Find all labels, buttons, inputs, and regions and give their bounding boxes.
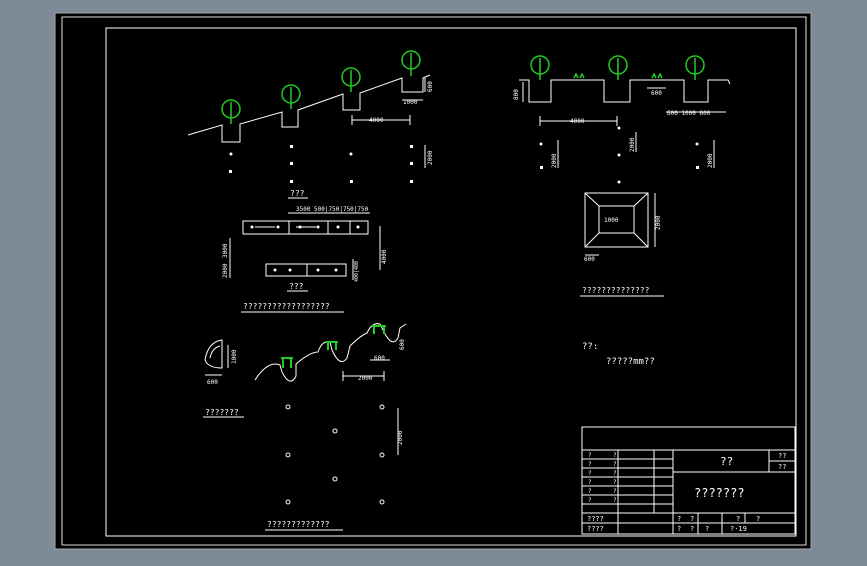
title-block-cell: ?? — [778, 452, 786, 460]
svg-text:?: ? — [588, 488, 592, 495]
svg-text:?: ? — [588, 452, 592, 459]
dim-label: 2000 — [629, 137, 636, 152]
dim-label: 600 — [207, 379, 218, 386]
figure-caption: ?????????????? — [582, 286, 650, 295]
staggered-points — [285, 404, 399, 505]
title-block-left-cells: ? ? ? ? ? ? ? ? ? ? ? ? — [588, 452, 617, 504]
inner-border — [105, 27, 797, 537]
dim-label: 2000 — [427, 150, 434, 165]
planting-points-left — [229, 145, 413, 183]
note-text: ?????mm?? — [606, 357, 655, 367]
dim-label: 2000 — [397, 430, 404, 445]
dim-label: 600 — [584, 256, 595, 263]
dim-label: 1000 — [604, 217, 619, 224]
svg-text:?: ? — [613, 497, 617, 504]
seedling-icons — [281, 325, 386, 368]
dim-label: 4000 — [369, 117, 384, 124]
title-block-cell: ? — [756, 515, 760, 523]
svg-text:?: ? — [588, 497, 592, 504]
figure-title: ??? — [289, 282, 304, 291]
figure-caption: ?????????????????? — [243, 302, 330, 311]
svg-text:?: ? — [613, 488, 617, 495]
outer-border — [61, 16, 807, 546]
svg-text:?: ? — [613, 470, 617, 477]
dim-label: 4000 — [570, 118, 585, 125]
dim-label: 2000 — [655, 215, 662, 230]
shrub-icon — [573, 72, 585, 79]
tree-icons-right — [530, 55, 705, 80]
figure-caption: ????????????? — [267, 520, 330, 529]
slope-section-view — [187, 74, 431, 168]
terrace-section — [254, 323, 407, 382]
title-block-cell: ? — [690, 525, 694, 533]
dim-label: 600 — [427, 81, 434, 92]
sheet-number: ?·19 — [730, 525, 747, 533]
shrub-icon — [651, 72, 663, 79]
svg-text:?: ? — [588, 470, 592, 477]
dim-label: 400|400 — [354, 261, 360, 282]
title-block-cell: ? — [690, 515, 694, 523]
drawing-sheet — [54, 12, 812, 550]
title-block-cell: ? — [677, 515, 681, 523]
planting-points-right — [539, 126, 699, 184]
dim-row: 600 1000 600 — [667, 110, 711, 117]
svg-text:?: ? — [588, 461, 592, 468]
svg-text:?: ? — [613, 479, 617, 486]
dim-row: 3500 500|750|750|750 — [296, 206, 369, 213]
note-label: ??: — [582, 342, 598, 352]
title-block-cell: ?? — [778, 463, 786, 471]
title-block-cell: ? — [736, 515, 740, 523]
svg-text:?: ? — [588, 479, 592, 486]
dim-label: 600 — [651, 90, 662, 97]
fish-scale-detail — [204, 339, 229, 376]
title-block-cell: ???? — [587, 515, 604, 523]
square-pit-detail — [584, 192, 656, 256]
title-block-cell: ???? — [587, 525, 604, 533]
dim-label: 1000 — [231, 349, 238, 364]
dim-label: 600 — [374, 355, 385, 362]
level-section-view — [519, 79, 731, 168]
dim-label: 600 — [399, 339, 406, 350]
figure-caption: ??????? — [205, 408, 239, 417]
dim-label: 800 — [513, 89, 520, 100]
plan-points — [250, 225, 360, 272]
title-block-cell: ? — [705, 525, 709, 533]
tree-icons-left — [221, 50, 421, 124]
svg-text:?: ? — [613, 461, 617, 468]
dim-label: 2000 — [707, 153, 714, 168]
figure-title: ??? — [290, 189, 305, 198]
dim-label: 4000 — [381, 249, 388, 264]
svg-text:?: ? — [613, 452, 617, 459]
dim-label: 2000 — [551, 153, 558, 168]
dim-label: 2000 — [222, 263, 229, 278]
title-block — [581, 426, 796, 535]
dim-label: 1000 — [403, 99, 418, 106]
drawing-title: ??????? — [694, 486, 745, 500]
title-block-cell: ? — [677, 525, 681, 533]
plan-view — [229, 212, 381, 280]
dim-label: 2000 — [358, 375, 373, 382]
title-block-name: ?? — [720, 455, 733, 468]
dim-label: 3000 — [222, 243, 229, 258]
